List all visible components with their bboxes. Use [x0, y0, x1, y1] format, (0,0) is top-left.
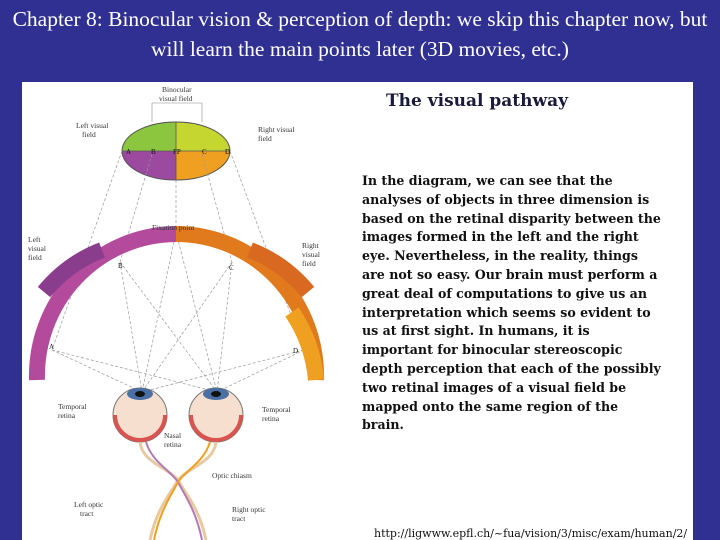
arc-point-d: D: [293, 347, 298, 355]
visual-field-ellipse: [121, 121, 231, 181]
right-field-top-label-2: field: [258, 134, 272, 143]
nasal-retina-label-2: retina: [164, 440, 182, 449]
right-field-label: Right: [302, 241, 320, 250]
content-panel: Binocular visual field Left visual field…: [22, 82, 693, 540]
arc-point-a: A: [49, 343, 54, 351]
fixation-point-label: Fixation point: [152, 223, 195, 232]
left-field-label: Left: [28, 235, 41, 244]
arc-point-c: C: [229, 264, 234, 272]
binocular-label: Binocular: [162, 85, 192, 94]
optic-nerves: [138, 441, 218, 540]
arc-point-b: B: [118, 262, 123, 270]
right-eye-illustration: [188, 387, 244, 443]
right-optic-tract-label: Right optic: [232, 505, 266, 514]
nasal-retina-label: Nasal: [164, 431, 181, 440]
right-field-label-3: field: [302, 259, 316, 268]
temporal-retina-right-label: Temporal: [262, 405, 291, 414]
visual-pathway-diagram: Binocular visual field Left visual field…: [28, 85, 325, 540]
visual-field-arc: [28, 226, 325, 381]
source-url: http://ligwww.epfl.ch/~fua/vision/3/misc…: [374, 527, 688, 540]
slide-title: Chapter 8: Binocular vision & perception…: [12, 7, 708, 61]
left-eye-illustration: [112, 387, 168, 443]
right-field-top-label: Right visual: [258, 125, 294, 134]
ellipse-point-d: D: [225, 148, 230, 156]
left-optic-tract-label: Left optic: [74, 500, 104, 509]
temporal-retina-right-label-2: retina: [262, 414, 280, 423]
left-field-top-label: Left visual: [76, 121, 108, 130]
ellipse-point-b: B: [151, 148, 156, 156]
panel-body-text: In the diagram, we can see that the anal…: [362, 173, 661, 433]
panel-heading: The visual pathway: [386, 91, 569, 111]
temporal-retina-left-label: Temporal: [58, 402, 87, 411]
ellipse-point-a: A: [126, 148, 131, 156]
optic-chiasm-label: Optic chiasm: [212, 471, 252, 480]
temporal-retina-left-label-2: retina: [58, 411, 76, 420]
left-optic-tract-label-2: tract: [80, 509, 94, 518]
left-field-label-3: field: [28, 253, 42, 262]
left-field-top-label-2: field: [82, 130, 96, 139]
right-optic-tract-label-2: tract: [232, 514, 246, 523]
right-field-label-2: visual: [302, 250, 320, 259]
ellipse-point-c: C: [202, 148, 207, 156]
binocular-label-2: visual field: [159, 94, 193, 103]
left-field-label-2: visual: [28, 244, 46, 253]
ellipse-point-fp: FP: [173, 148, 181, 156]
